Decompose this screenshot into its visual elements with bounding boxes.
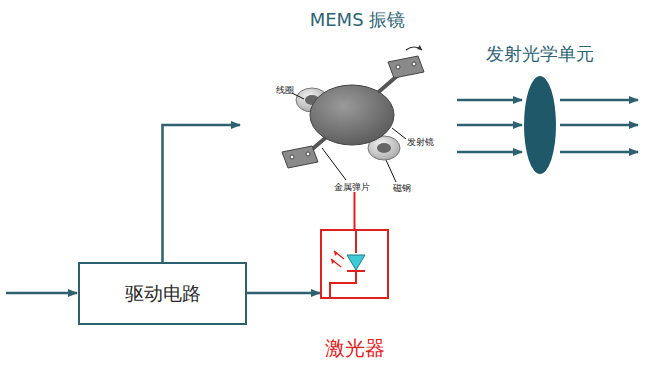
metal-springs xyxy=(282,56,424,168)
connector-line xyxy=(457,124,522,127)
part-name: 金属弹片 xyxy=(334,181,370,194)
connector-line xyxy=(354,192,356,229)
input-arrow xyxy=(6,292,77,295)
mirror-disk xyxy=(310,85,394,145)
part-name: 磁钢 xyxy=(393,182,411,195)
lens-shape xyxy=(522,75,558,175)
node-heading: 激光器 xyxy=(325,335,385,362)
connector-line xyxy=(457,99,522,102)
mems-arms xyxy=(302,70,404,158)
box-label: 驱动电路 xyxy=(125,281,201,307)
connector-line xyxy=(457,151,522,154)
node-heading: 发射光学单元 xyxy=(486,42,594,66)
leader-lines xyxy=(292,93,406,182)
part-name: 发射镜 xyxy=(407,136,434,149)
mems-mirror: MEMS 振镜 xyxy=(270,42,445,200)
laser-diode-symbol xyxy=(322,231,387,297)
output-beams xyxy=(560,100,638,152)
optical-lens: 发射光学单元 xyxy=(522,75,558,175)
connector xyxy=(163,125,241,262)
rotation-arrowhead xyxy=(417,45,422,50)
connector-line xyxy=(163,125,241,262)
part-name: 线圈 xyxy=(276,84,294,97)
connector xyxy=(354,192,355,229)
connector xyxy=(457,100,522,152)
node-heading: MEMS 振镜 xyxy=(310,8,406,32)
connector-line xyxy=(247,292,320,295)
process-box: 驱动电路 xyxy=(78,262,247,325)
laser-box: 激光器 xyxy=(320,229,389,299)
connector xyxy=(247,293,320,294)
